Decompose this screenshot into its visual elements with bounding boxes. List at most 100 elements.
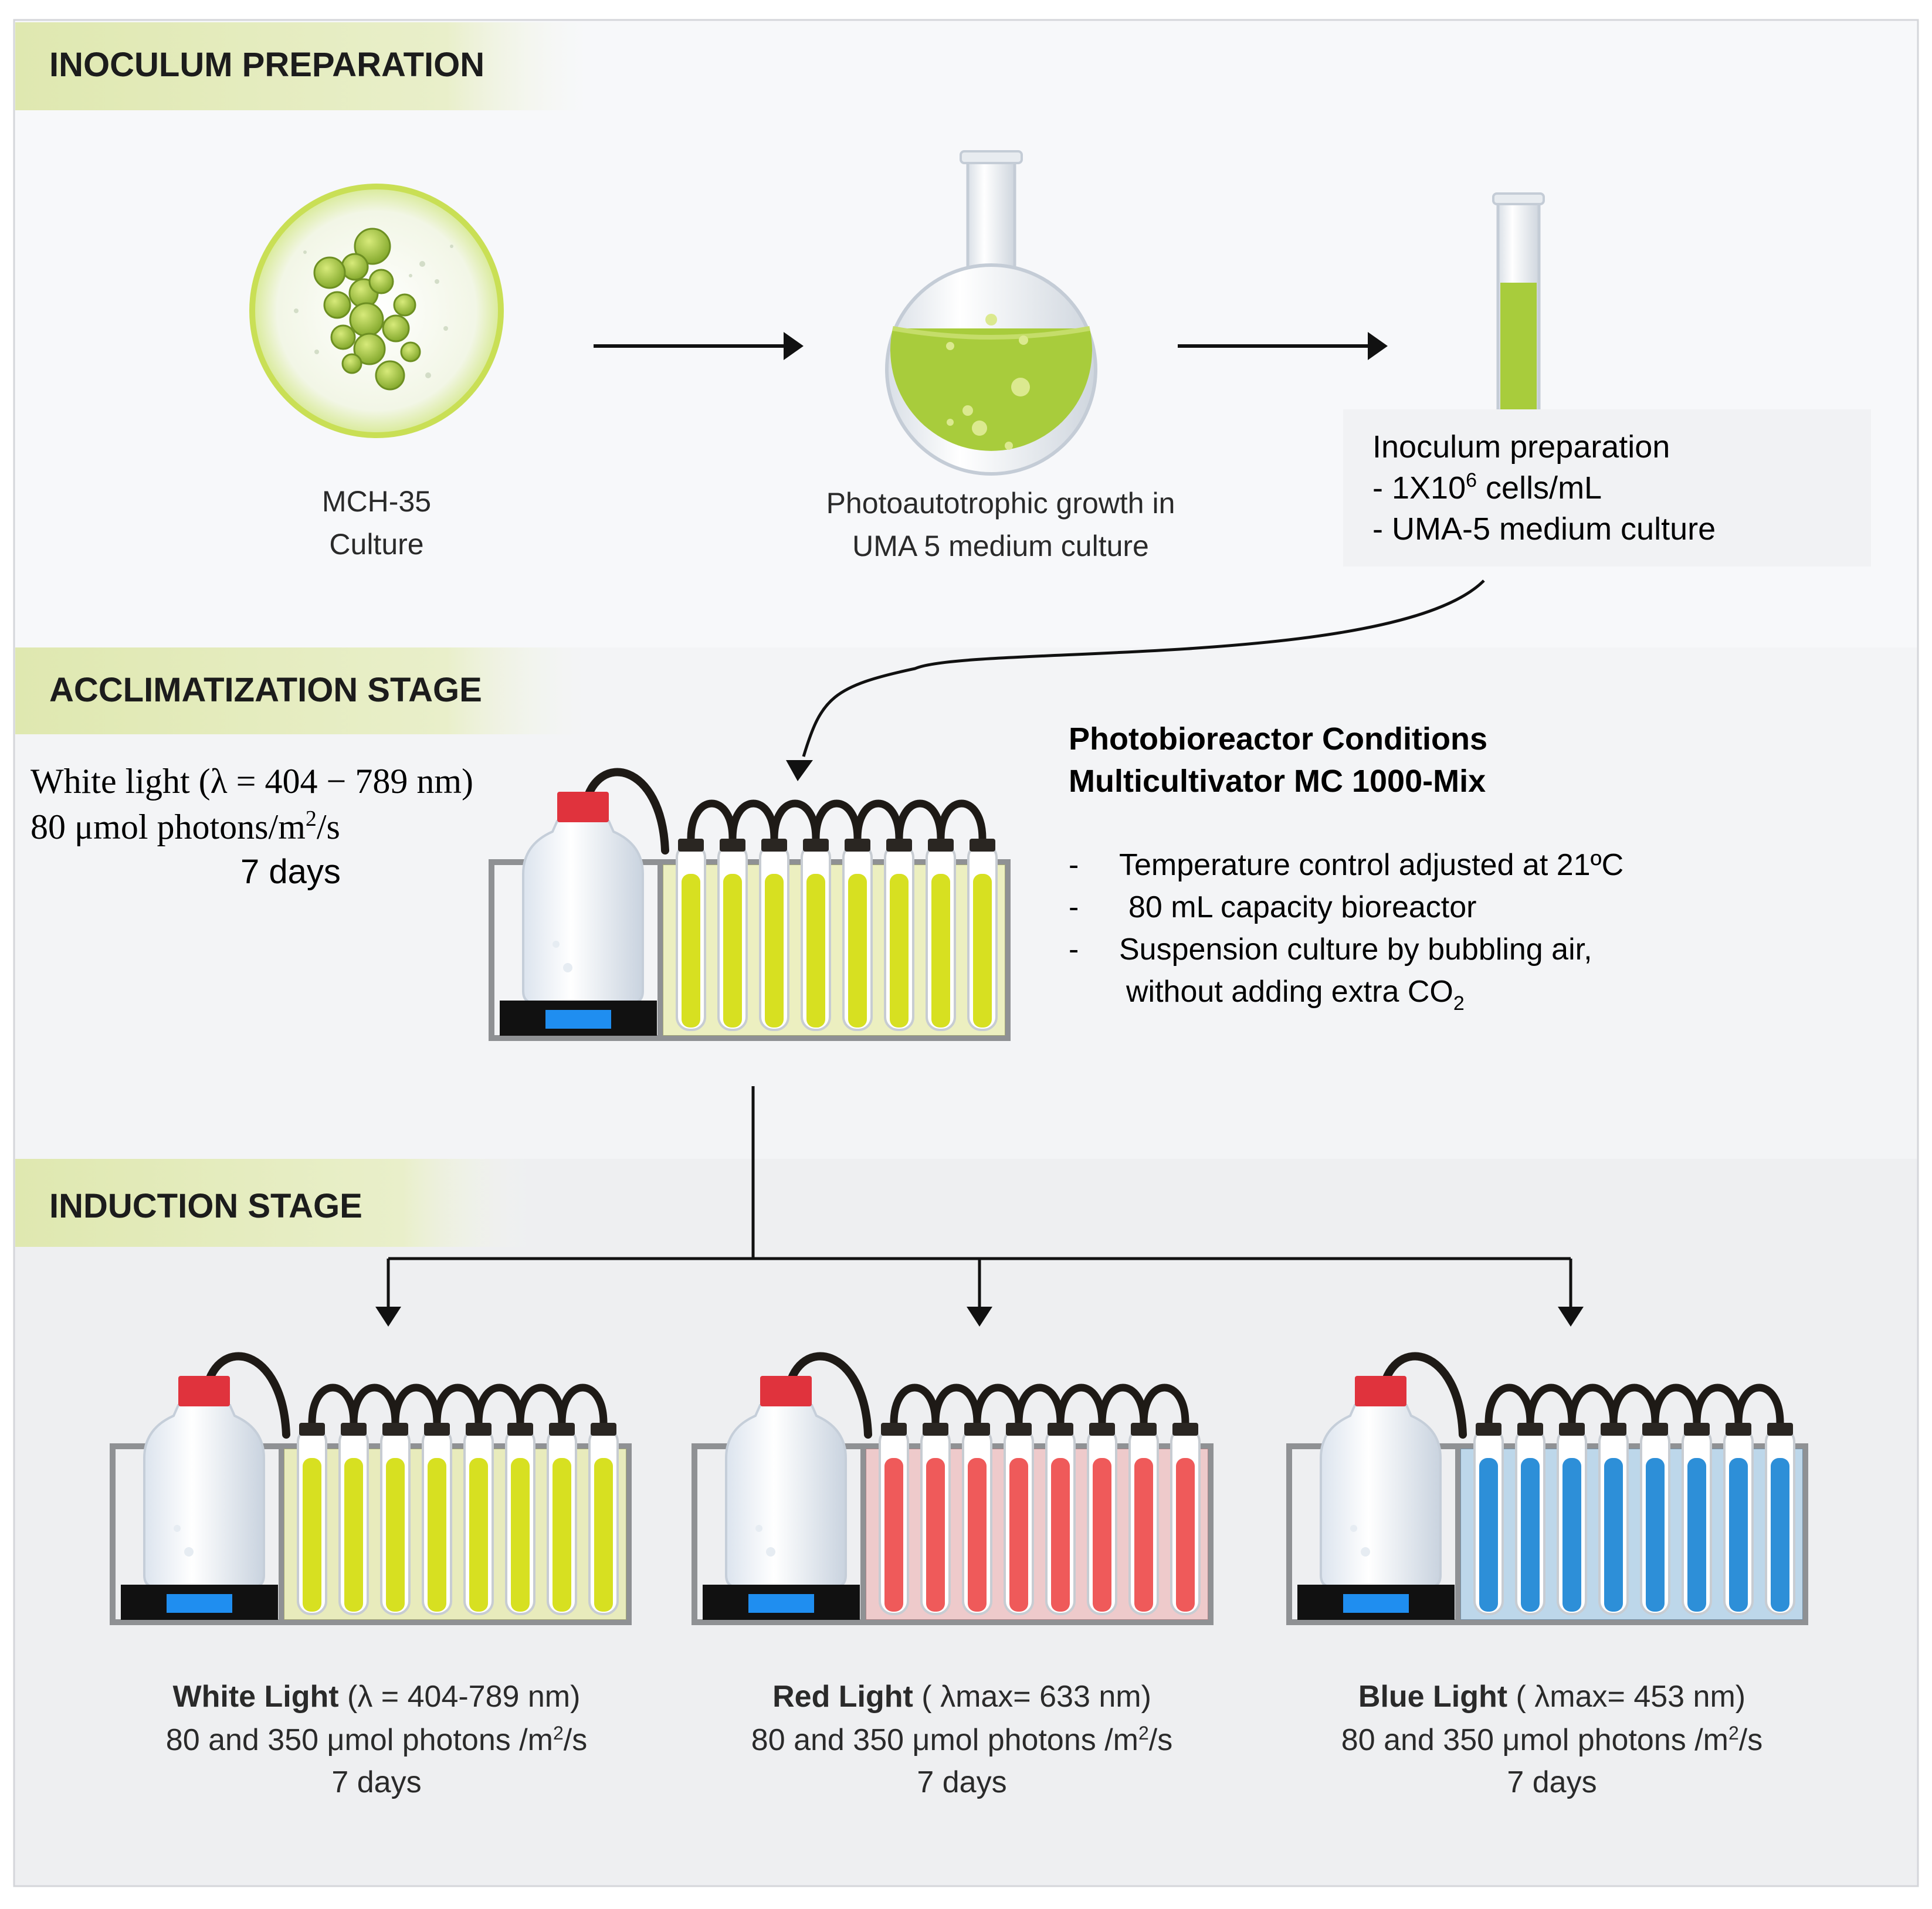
photobioreactor-icon — [110, 1352, 632, 1625]
photobioreactor-icon — [489, 768, 1011, 1041]
air-hose — [784, 1352, 872, 1439]
tube-culture — [848, 874, 867, 1028]
bottle-icon — [1320, 1404, 1442, 1588]
tube-cap — [886, 839, 912, 852]
inoculum-box-title: Inoculum preparation — [1372, 429, 1670, 464]
culture-label: Culture — [329, 528, 423, 561]
induction-blue-intensity: 80 and 350 μmol photons /m2/s — [1341, 1722, 1762, 1757]
induction-white-intensity: 80 and 350 μmol photons /m2/s — [166, 1722, 587, 1757]
tube-culture — [926, 1458, 945, 1612]
tube-culture — [968, 1458, 987, 1612]
flask-label: Photoautotrophic growth in — [826, 487, 1175, 520]
tube-culture — [344, 1458, 363, 1612]
induction-red-duration: 7 days — [917, 1765, 1006, 1799]
tube-culture — [1051, 1458, 1070, 1612]
photobioreactor-icon — [692, 1352, 1214, 1625]
tube-culture — [973, 874, 992, 1028]
tube-cap — [803, 839, 829, 852]
tube-cap — [549, 1423, 575, 1436]
tube-cap — [1048, 1423, 1073, 1436]
air-hose — [558, 1384, 608, 1423]
tube-cap — [1642, 1423, 1668, 1436]
condition-item: 80 mL capacity bioreactor — [1128, 890, 1476, 924]
tube-cap — [1559, 1423, 1585, 1436]
arrowhead — [784, 332, 804, 360]
tube-cap — [1601, 1423, 1626, 1436]
induction-red-title: Red Light ( λmax= 633 nm) — [772, 1680, 1151, 1714]
tube-cap — [424, 1423, 450, 1436]
tube-culture — [386, 1458, 405, 1612]
reactor-frame — [110, 1443, 632, 1625]
tube-culture — [884, 1458, 903, 1612]
tube-culture — [1729, 1458, 1748, 1612]
tube-cap — [1767, 1423, 1793, 1436]
air-hose — [1379, 1352, 1467, 1439]
tube-cap — [761, 839, 787, 852]
curved-arrow-icon — [802, 579, 1485, 757]
induction-blue-duration: 7 days — [1507, 1765, 1597, 1799]
arrowhead — [1558, 1307, 1584, 1327]
tube-cap — [1517, 1423, 1543, 1436]
condition-item: without adding extra CO2 — [1126, 975, 1465, 1015]
bottle-cap — [178, 1376, 230, 1406]
induction-white-title: White Light (λ = 404-789 nm) — [173, 1680, 581, 1714]
display-screen — [545, 1010, 611, 1029]
tube-culture — [1176, 1458, 1195, 1612]
tube-cap — [507, 1423, 533, 1436]
air-hose — [1140, 1384, 1189, 1423]
bubble — [174, 1525, 181, 1532]
outer-border — [13, 19, 1919, 1887]
reactor-frame — [489, 859, 1011, 1041]
tube-culture — [682, 874, 700, 1028]
air-hose — [1734, 1384, 1784, 1423]
tube-culture — [511, 1458, 530, 1612]
air-hose — [581, 768, 669, 855]
tube-culture — [806, 874, 825, 1028]
tube-cap — [382, 1423, 408, 1436]
tube-culture — [303, 1458, 321, 1612]
reactor-frame — [692, 1443, 1214, 1625]
bubble — [1361, 1547, 1370, 1557]
tube-cap — [1006, 1423, 1032, 1436]
arrowhead — [967, 1307, 992, 1327]
section-title-acclimatization: ACCLIMATIZATION STAGE — [49, 671, 482, 709]
tube-culture — [1604, 1458, 1623, 1612]
tube-culture — [1093, 1458, 1111, 1612]
reactor-frame — [1286, 1443, 1808, 1625]
bottle-cap — [760, 1376, 812, 1406]
tube-culture — [553, 1458, 571, 1612]
tube-culture — [1646, 1458, 1665, 1612]
tube-cap — [845, 839, 870, 852]
tube-cap — [881, 1423, 907, 1436]
display-screen — [167, 1594, 232, 1613]
round-flask-icon — [885, 150, 1097, 476]
section-header-band — [15, 647, 590, 734]
air-hose — [202, 1352, 290, 1439]
tube-culture — [428, 1458, 446, 1612]
section-header-band — [15, 22, 590, 110]
tube-culture — [469, 1458, 488, 1612]
section-title-inoculum: INOCULUM PREPARATION — [49, 46, 484, 84]
bullet-dash: - — [1069, 933, 1079, 967]
tube-culture — [594, 1458, 613, 1612]
tube-cap — [970, 839, 995, 852]
tube-cap — [720, 839, 745, 852]
display-screen — [748, 1594, 814, 1613]
bottle-icon — [725, 1404, 847, 1588]
flask-label: UMA 5 medium culture — [852, 530, 1149, 562]
tube-culture — [890, 874, 909, 1028]
tube-cap — [341, 1423, 367, 1436]
tube-culture — [1687, 1458, 1706, 1612]
acclimatization-duration: 7 days — [240, 853, 341, 891]
conditions-title: Photobioreactor Conditions — [1069, 721, 1487, 757]
bullet-dash: - — [1069, 890, 1079, 924]
section-header-band — [15, 1159, 531, 1247]
test-tube-icon — [1492, 192, 1545, 412]
bubble — [563, 963, 572, 972]
tube-cap — [964, 1423, 990, 1436]
bubble — [1350, 1525, 1357, 1532]
tube-culture — [1771, 1458, 1789, 1612]
bottle-cap — [1355, 1376, 1406, 1406]
section-title-induction: INDUCTION STAGE — [49, 1187, 362, 1225]
condition-item: Temperature control adjusted at 21ºC — [1119, 848, 1623, 882]
